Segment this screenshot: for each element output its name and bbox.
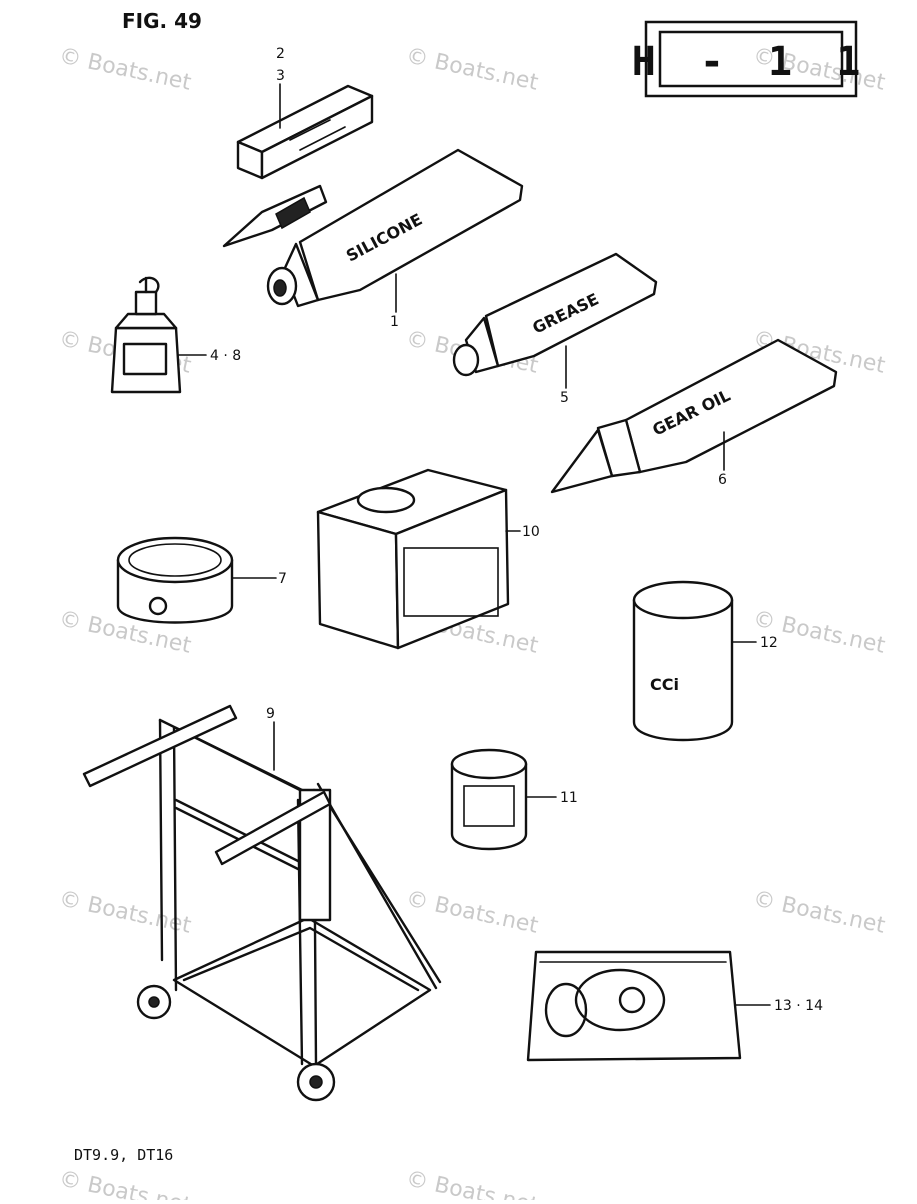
watermark: © Boats.net bbox=[57, 886, 194, 938]
callouts: 2 3 1 4 · 8 5 6 7 10 12 9 11 13 · 14 bbox=[210, 46, 823, 1014]
callout-7: 7 bbox=[278, 571, 287, 587]
callout-5: 5 bbox=[560, 390, 569, 406]
callout-2: 2 bbox=[276, 46, 285, 62]
callout-12: 12 bbox=[760, 635, 778, 651]
page-code-box: H - 1 1 bbox=[632, 20, 871, 98]
callout-6: 6 bbox=[718, 472, 727, 488]
part-grease-tin bbox=[116, 536, 234, 624]
part-grease-tube: GREASE bbox=[452, 252, 658, 377]
part-silicone-tube: SILICONE bbox=[266, 148, 524, 308]
part-oil-can bbox=[316, 468, 510, 650]
callout-10: 10 bbox=[522, 524, 540, 540]
callout-3: 3 bbox=[276, 68, 285, 84]
watermark: © Boats.net bbox=[57, 1166, 194, 1200]
callout-11: 11 bbox=[560, 790, 578, 806]
watermark: © Boats.net bbox=[404, 43, 541, 95]
callout-9: 9 bbox=[266, 706, 275, 722]
callout-4-8: 4 · 8 bbox=[210, 348, 241, 364]
part-gear-oil-tube: GEAR OIL bbox=[550, 338, 838, 494]
watermark: © Boats.net bbox=[404, 1166, 541, 1200]
watermark: © Boats.net bbox=[404, 886, 541, 938]
part-tall-can: CCi bbox=[632, 580, 734, 742]
part-sealant-block bbox=[236, 84, 374, 180]
part-small-bottle bbox=[110, 276, 182, 394]
watermark: © Boats.net bbox=[57, 43, 194, 95]
callout-1: 1 bbox=[390, 314, 399, 330]
page-code: H - 1 1 bbox=[632, 39, 871, 85]
part-kit-bag bbox=[526, 950, 742, 1062]
part-small-can bbox=[450, 748, 528, 851]
model-list: DT9.9, DT16 bbox=[74, 1146, 173, 1164]
figure-label: FIG. 49 bbox=[122, 9, 202, 33]
watermark: © Boats.net bbox=[751, 886, 888, 938]
can-brand-label: CCi bbox=[650, 675, 679, 694]
part-pointed-applicator bbox=[222, 184, 328, 248]
part-engine-stand bbox=[82, 704, 442, 1102]
callout-13-14: 13 · 14 bbox=[774, 998, 823, 1014]
